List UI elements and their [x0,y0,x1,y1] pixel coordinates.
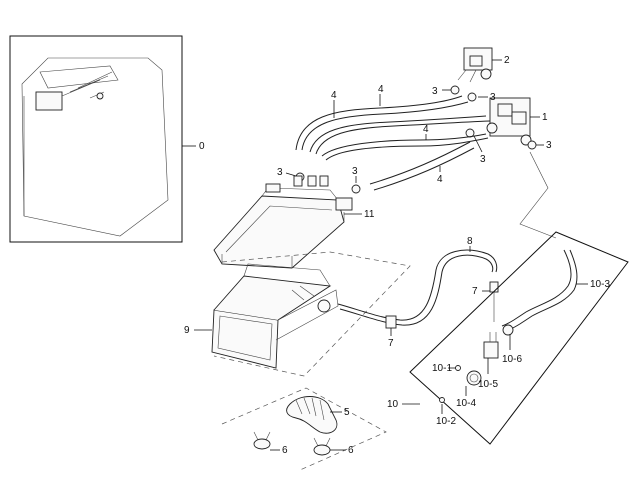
callout-8: 8 [467,236,473,247]
callout-10: 10 [387,399,399,410]
callout-6-left: 6 [282,445,288,456]
bellows-hose [286,396,338,434]
callout-3-left: 3 [277,167,283,178]
callout-4-bottom: 4 [437,174,443,185]
callout-5: 5 [344,407,350,418]
bellows-clamps [253,431,331,456]
dispenser-housing [213,175,353,269]
callout-0: 0 [199,141,205,152]
drawer-guide-outline [213,251,411,377]
callout-10-5: 10-5 [478,379,498,390]
callout-2: 2 [504,55,510,66]
callout-3-top: 3 [432,86,438,97]
drain-hose-10-3 [501,249,578,331]
water-valve-1 [486,97,532,146]
callout-9: 9 [184,325,190,336]
callout-3-valve: 3 [546,140,552,151]
callout-1: 1 [542,112,548,123]
inset-box-10 [409,231,629,445]
water-valve-2 [457,47,493,83]
callout-10-6: 10-6 [502,354,522,365]
callout-6-right: 6 [348,445,354,456]
callout-7-upper: 7 [472,286,478,297]
valve-assembly-10 [439,324,514,403]
inset-assembly-view [9,35,183,243]
callout-4-left: 4 [331,90,337,101]
callout-10-4: 10-4 [456,398,476,409]
callout-3-mid: 3 [352,166,358,177]
callout-10-3: 10-3 [590,279,610,290]
hose-clamps [295,85,537,194]
detergent-drawer [211,263,339,369]
hose-fittings [385,281,499,329]
connector-zigzag [519,151,557,239]
callout-4-right: 4 [423,124,429,135]
fill-hose [337,249,498,326]
inlet-hoses [295,95,491,191]
callout-3-lower: 3 [480,154,486,165]
callout-4-top: 4 [378,84,384,95]
callout-3-right: 3 [490,92,496,103]
callout-10-1: 10-1 [432,363,452,374]
callout-10-2: 10-2 [436,416,456,427]
callout-7-lower: 7 [388,338,394,349]
bellows-guide-outline [221,387,387,471]
callout-11: 11 [364,209,375,220]
